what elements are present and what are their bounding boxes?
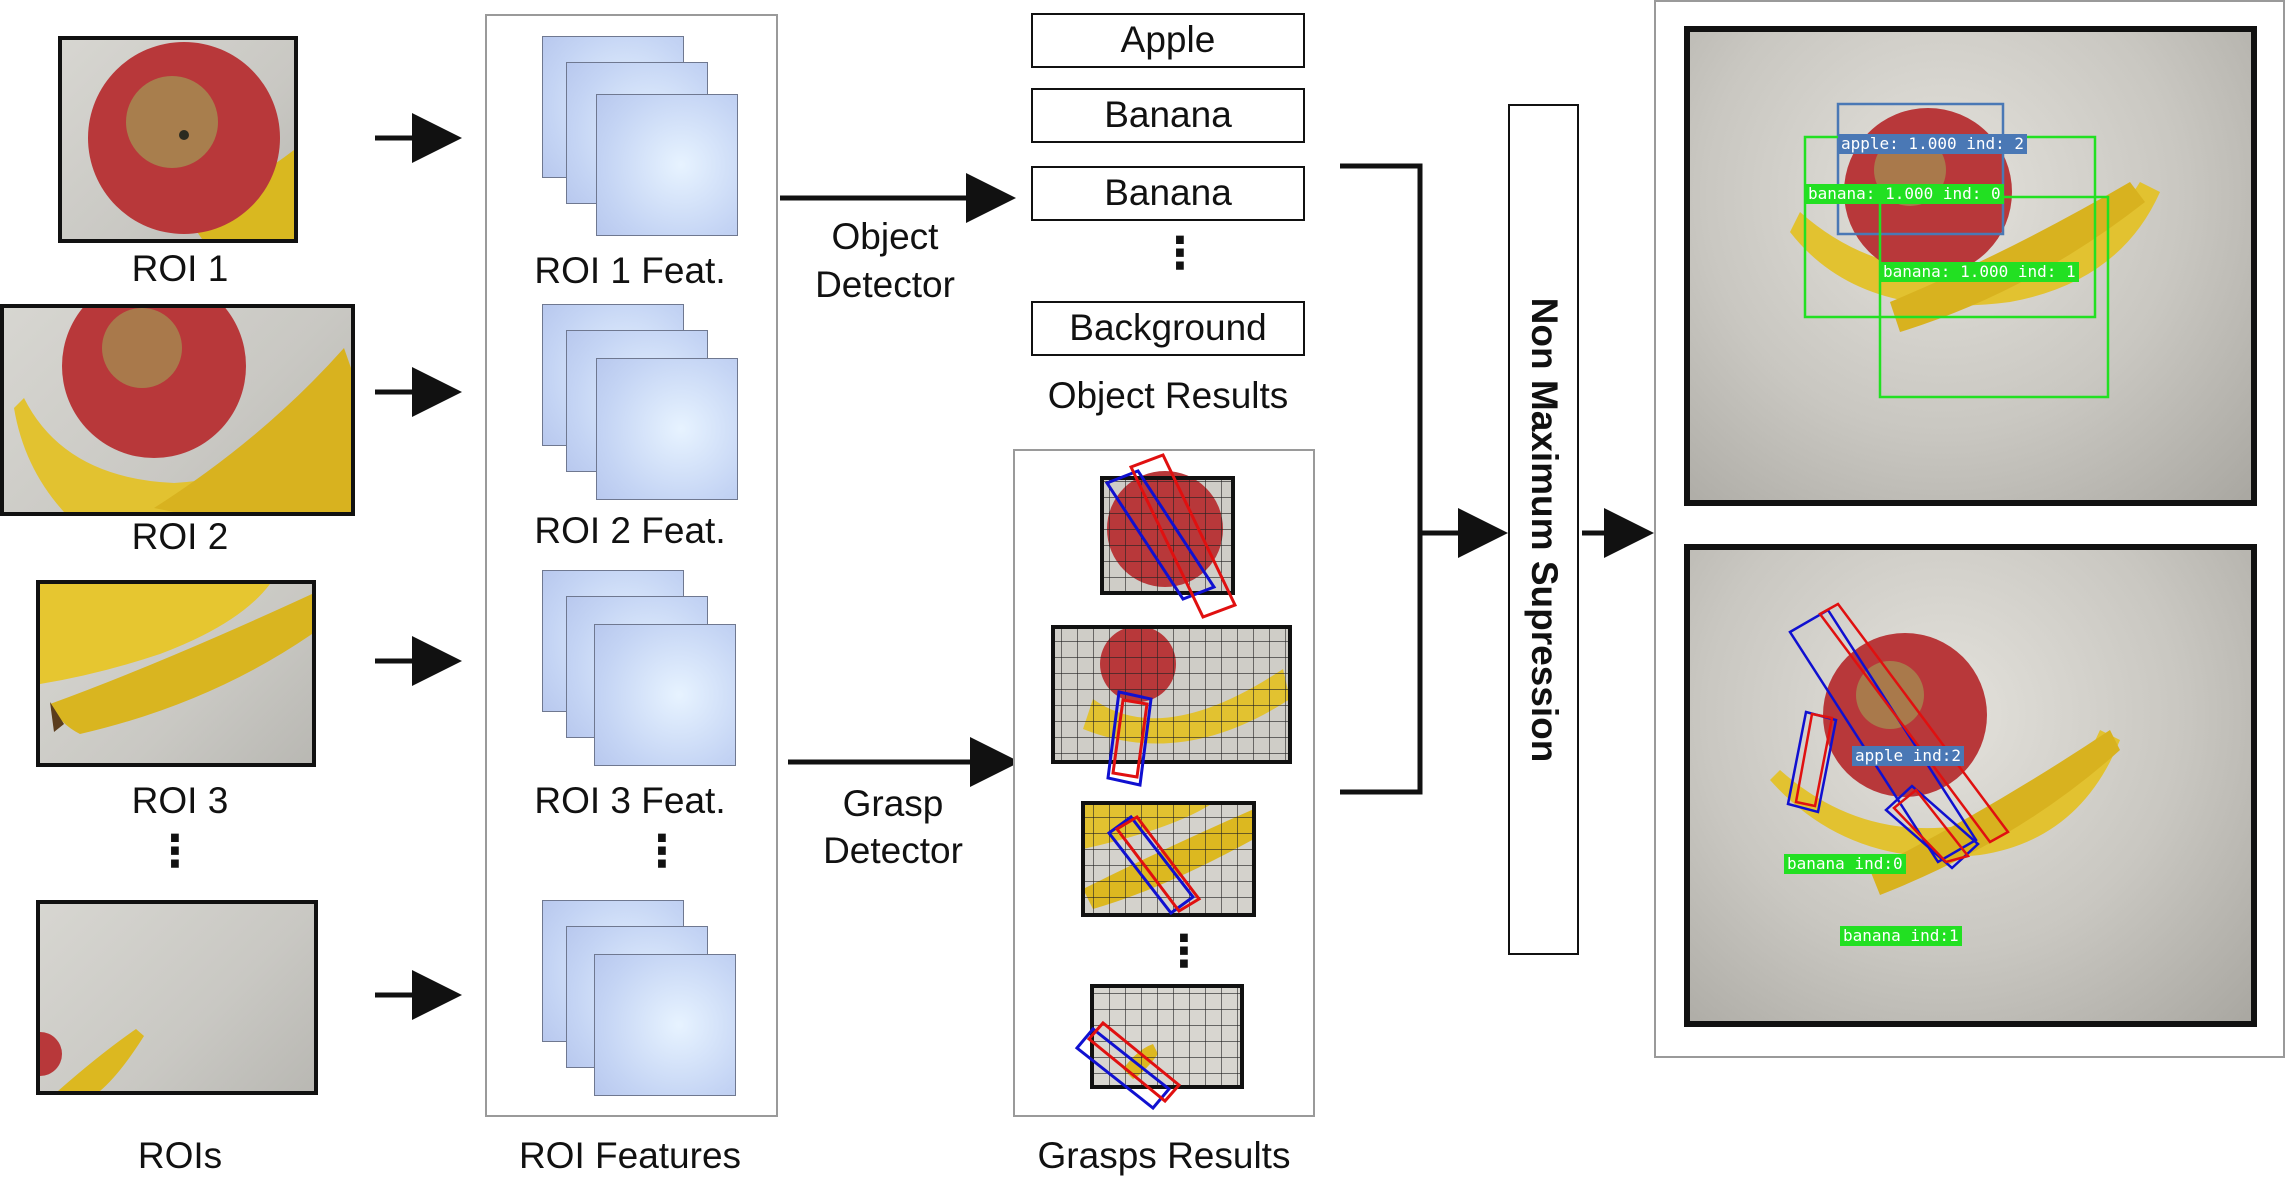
roi-ellipsis: ⋮ bbox=[153, 827, 197, 876]
roi-4-banana-graphic bbox=[40, 1029, 144, 1091]
grasp-results-graphics bbox=[1051, 453, 1292, 1111]
nms-label: Non Maximum Supression bbox=[1523, 297, 1565, 762]
rois-caption: ROIs bbox=[137, 1135, 223, 1176]
output-object-detection-image: apple: 1.000 ind: 2 banana: 1.000 ind: 0… bbox=[1684, 26, 2257, 506]
roi-4-image bbox=[36, 900, 318, 1095]
output-grasp-detection-image: apple ind:2 banana ind:0 banana ind:1 bbox=[1684, 544, 2257, 1027]
roi-1-image bbox=[58, 36, 298, 243]
output-tag-apple: apple: 1.000 ind: 2 bbox=[1838, 134, 2028, 154]
roi-1-apple-graphic bbox=[88, 42, 294, 239]
grasp-detector-label-line1: Grasp bbox=[842, 783, 944, 824]
feature-2-label: ROI 2 Feat. bbox=[534, 510, 726, 551]
roi-2-image bbox=[0, 304, 355, 516]
roi-features-caption: ROI Features bbox=[518, 1135, 742, 1176]
feature-map bbox=[596, 358, 738, 500]
roi-3-label: ROI 3 bbox=[131, 780, 229, 821]
grasp-detector-label-line2: Detector bbox=[823, 830, 963, 871]
nms-box: Non Maximum Supression bbox=[1508, 104, 1579, 955]
feature-1-label: ROI 1 Feat. bbox=[534, 250, 726, 291]
output-tag-banana-0: banana: 1.000 ind: 0 bbox=[1805, 184, 2004, 204]
object-result-apple: Apple bbox=[1031, 13, 1305, 68]
output-tag-banana-1: banana: 1.000 ind: 1 bbox=[1880, 262, 2079, 282]
output-grasp-detection-graphic bbox=[1770, 602, 2120, 895]
grasp-results-ellipsis: ⋮ bbox=[1162, 930, 1206, 974]
grasp-results-caption: Grasps Results bbox=[1037, 1135, 1291, 1176]
output-grasp-tag-banana-0: banana ind:0 bbox=[1784, 854, 1906, 874]
feature-map bbox=[594, 624, 736, 766]
grasp-crop-3 bbox=[1081, 801, 1256, 917]
object-detector-label-line2: Detector bbox=[815, 264, 955, 305]
feature-ellipsis: ⋮ bbox=[640, 830, 684, 874]
feature-map bbox=[594, 954, 736, 1096]
roi-3-image bbox=[36, 580, 316, 767]
object-results-ellipsis: ⋮ bbox=[1158, 229, 1202, 278]
feature-3-label: ROI 3 Feat. bbox=[534, 780, 726, 821]
feature-map bbox=[596, 94, 738, 236]
object-result-background: Background bbox=[1031, 301, 1305, 356]
output-grasp-tag-banana-1: banana ind:1 bbox=[1840, 926, 1962, 946]
object-detector-label-line1: Object bbox=[831, 216, 939, 257]
output-grasp-tag-apple: apple ind:2 bbox=[1852, 746, 1964, 766]
object-results-caption: Object Results bbox=[1047, 375, 1289, 416]
object-result-banana-1: Banana bbox=[1031, 88, 1305, 143]
object-result-banana-2: Banana bbox=[1031, 166, 1305, 221]
roi-1-label: ROI 1 bbox=[131, 248, 229, 289]
grasp-crop-4 bbox=[1074, 984, 1244, 1111]
roi-2-label: ROI 2 bbox=[131, 516, 229, 557]
grasp-crop-1 bbox=[1100, 453, 1238, 619]
roi-3-banana-graphic bbox=[40, 584, 312, 734]
merge-bracket bbox=[1340, 163, 1423, 795]
roi-2-fruit-graphic bbox=[14, 308, 351, 512]
grasp-crop-2 bbox=[1051, 625, 1292, 787]
